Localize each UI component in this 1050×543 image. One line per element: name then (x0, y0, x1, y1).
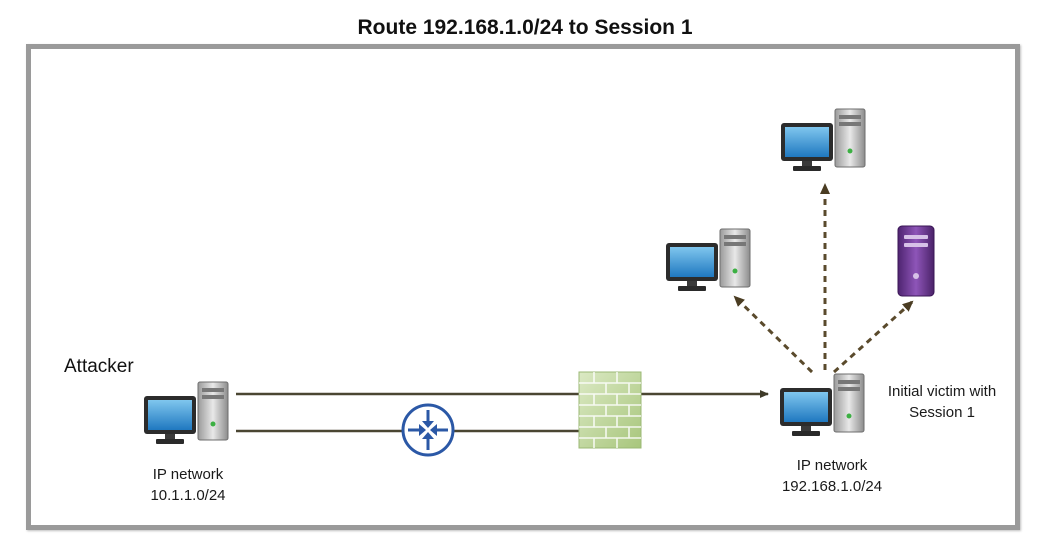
server-icon (897, 225, 935, 297)
attacker-label: Attacker (64, 356, 134, 377)
router-icon (401, 403, 455, 457)
pivot-arrow-right (832, 300, 914, 374)
victim-description-line1: Initial victim with (887, 383, 997, 400)
target-workstation-left-icon (665, 228, 751, 292)
target-workstation-top-icon (780, 108, 866, 172)
attacker-network-label: IP network 10.1.1.0/24 (118, 464, 258, 506)
attacker-network-cidr: 10.1.1.0/24 (150, 487, 226, 504)
diagram-title: Route 192.168.1.0/24 to Session 1 (357, 16, 693, 39)
pivot-arrow-left (733, 295, 814, 374)
victim-workstation-icon (779, 373, 865, 437)
firewall-icon (578, 371, 642, 449)
victim-network-label: IP network 192.168.1.0/24 (752, 455, 912, 497)
attacker-workstation-icon (143, 381, 229, 445)
victim-description-line2: Session 1 (909, 404, 975, 421)
victim-description: Initial victim with Session 1 (872, 381, 1012, 423)
victim-network-cidr: 192.168.1.0/24 (781, 478, 883, 495)
attacker-network-title: IP network (152, 466, 224, 483)
diagram-frame (26, 44, 1020, 530)
victim-network-title: IP network (796, 457, 868, 474)
